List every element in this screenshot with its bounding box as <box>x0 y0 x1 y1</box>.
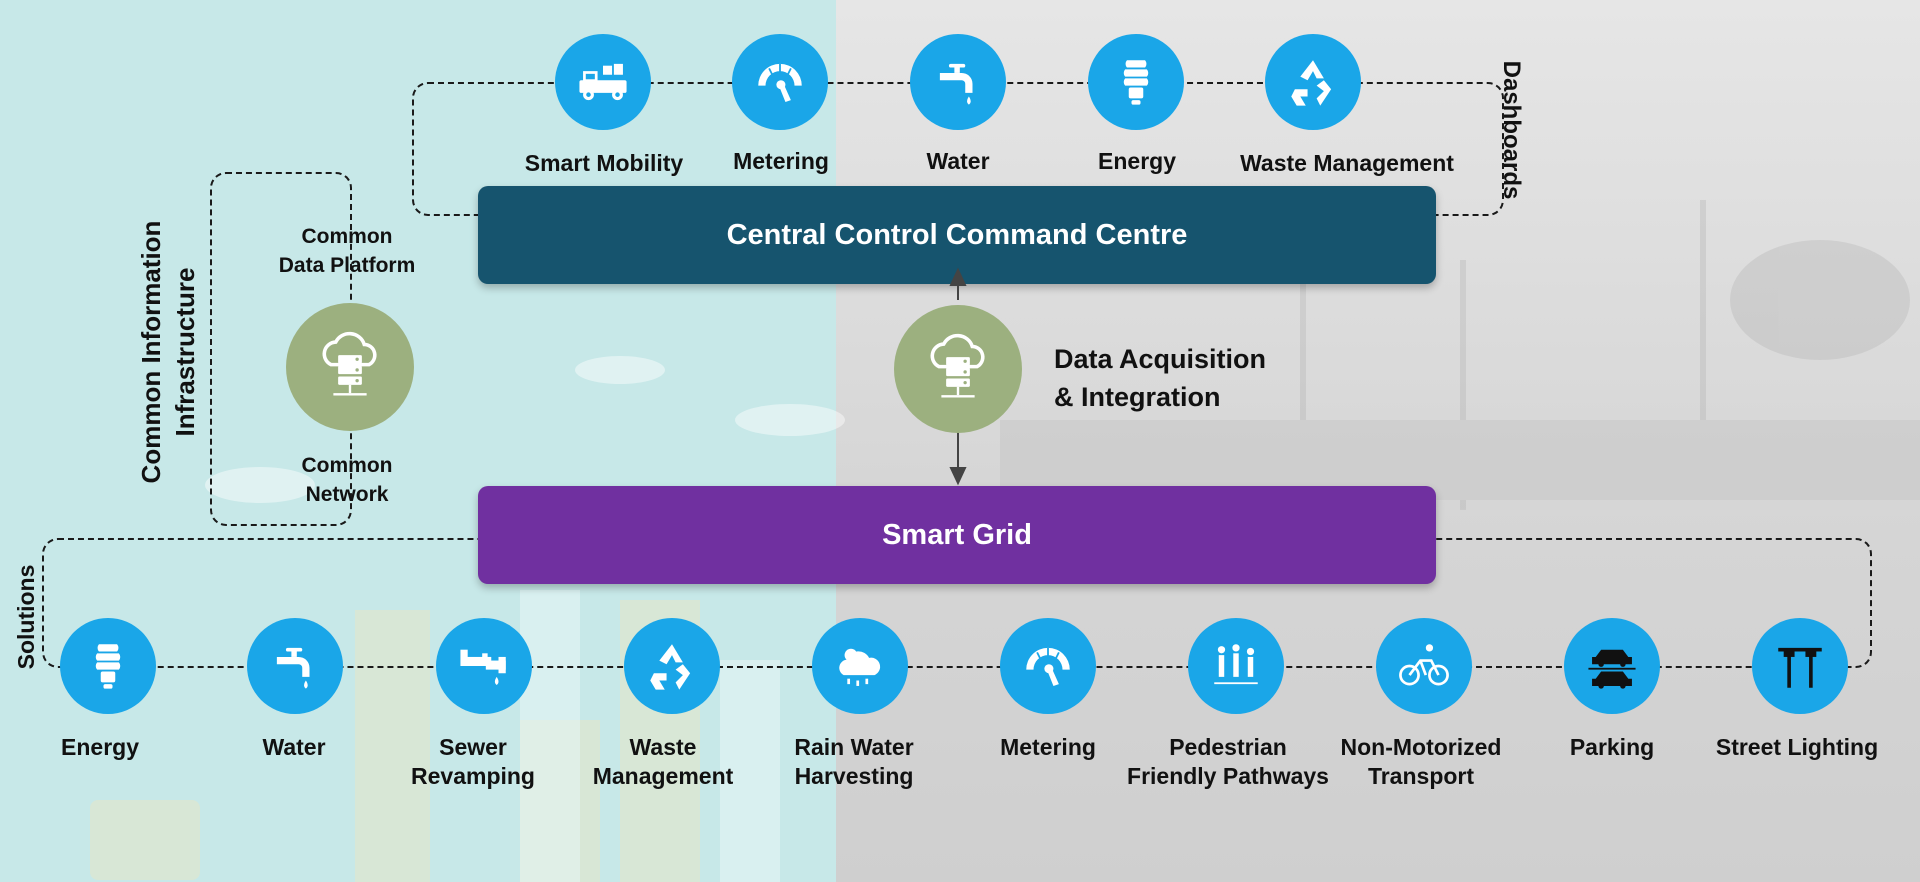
bottom-label-metering: Metering <box>1000 733 1096 762</box>
common-data-platform-line1: Common <box>301 225 393 248</box>
bottom-label-street-lighting: Street Lighting <box>1716 733 1878 762</box>
bottom-label-rain-water-line1: Rain Water <box>794 734 914 760</box>
top-label-smart-mobility: Smart Mobility <box>524 150 684 176</box>
bottom-label-waste: Waste Management <box>593 733 734 791</box>
data-acquisition-label: Data Acquisition & Integration <box>1054 340 1266 416</box>
recycle-icon <box>624 618 720 714</box>
bottom-label-sewer-line1: Sewer <box>439 734 507 760</box>
streetlight-icon <box>1752 618 1848 714</box>
bottom-label-rain-water-line2: Harvesting <box>794 763 914 789</box>
bottom-label-pedestrian-line2: Friendly Pathways <box>1127 763 1329 789</box>
pedestrian-icon <box>1188 618 1284 714</box>
top-label-energy: Energy <box>1098 148 1176 174</box>
common-network-line1: Common <box>301 454 393 477</box>
bottom-label-pedestrian-line1: Pedestrian <box>1169 734 1287 760</box>
common-network-label: Common Network <box>302 451 393 509</box>
faucet-icon <box>910 34 1006 130</box>
pipe-icon <box>436 618 532 714</box>
central-server-cloud-icon <box>894 305 1022 433</box>
bottom-label-non-motorized: Non-Motorized Transport <box>1341 733 1502 791</box>
data-acquisition-line1: Data Acquisition <box>1054 344 1267 374</box>
bottom-label-water-line1: Water <box>262 734 326 760</box>
bottom-label-pedestrian: Pedestrian Friendly Pathways <box>1127 733 1329 791</box>
bottom-label-non-motorized-line2: Transport <box>1367 763 1475 789</box>
background-right-photo <box>836 0 1920 882</box>
car-icon <box>1564 618 1660 714</box>
bottom-label-non-motorized-line1: Non-Motorized <box>1340 734 1502 760</box>
bottom-label-street-lighting-line1: Street Lighting <box>1715 734 1879 760</box>
bottom-label-sewer: Sewer Revamping <box>411 733 535 791</box>
bottom-label-parking-line1: Parking <box>1569 734 1655 760</box>
gauge-icon <box>732 34 828 130</box>
bottom-label-parking: Parking <box>1570 733 1654 762</box>
top-label-waste-management: Waste Management <box>1240 150 1454 176</box>
bulb-icon <box>60 618 156 714</box>
bottom-label-sewer-line2: Revamping <box>411 763 535 789</box>
bottom-label-metering-line1: Metering <box>1000 734 1096 760</box>
faucet-icon <box>247 618 343 714</box>
smart-grid-band: Smart Grid <box>478 486 1436 584</box>
common-data-platform-line2: Data Platform <box>278 254 416 277</box>
bottom-label-waste-line1: Waste <box>629 734 697 760</box>
common-network-line2: Network <box>305 483 389 506</box>
background-left-illustration <box>0 0 836 882</box>
bulb-icon <box>1088 34 1184 130</box>
bottom-label-rain-water: Rain Water Harvesting <box>794 733 913 791</box>
bottom-label-water: Water <box>262 733 325 762</box>
top-label-water: Water <box>926 148 990 174</box>
common-data-platform-label: Common Data Platform <box>279 222 416 280</box>
bottom-label-waste-line2: Management <box>592 763 734 789</box>
bottom-label-energy: Energy <box>61 733 139 762</box>
data-acquisition-line2: & Integration <box>1054 382 1221 412</box>
bottom-label-energy-line1: Energy <box>61 734 139 760</box>
central-control-band: Central Control Command Centre <box>478 186 1436 284</box>
rain-cloud-icon <box>812 618 908 714</box>
common-server-cloud-icon <box>286 303 414 431</box>
recycle-icon <box>1265 34 1361 130</box>
gauge-icon <box>1000 618 1096 714</box>
truck-icon <box>555 34 651 130</box>
top-label-metering: Metering <box>733 148 829 174</box>
bicycle-icon <box>1376 618 1472 714</box>
